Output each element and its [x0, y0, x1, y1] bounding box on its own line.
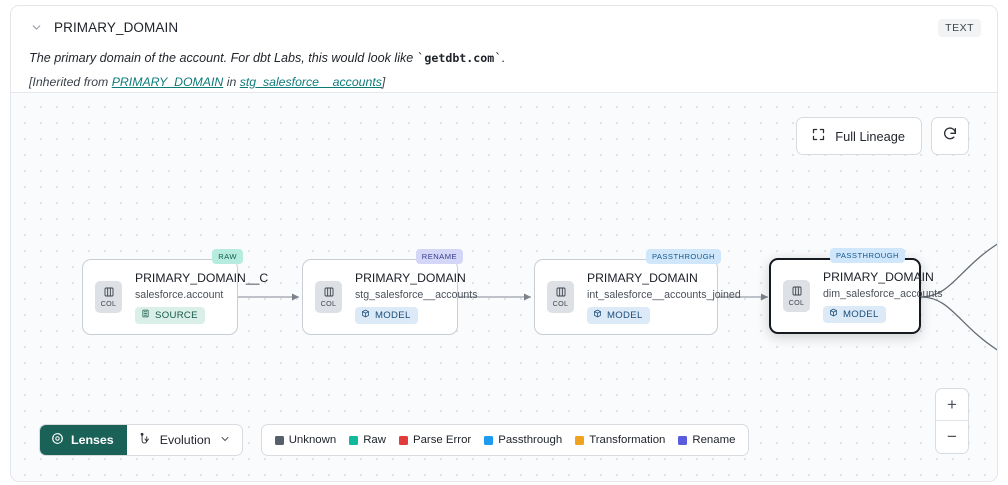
legend-item: Rename [678, 434, 735, 446]
full-lineage-label: Full Lineage [835, 128, 905, 144]
legend-item: Passthrough [484, 434, 562, 446]
legend-label: Raw [363, 434, 386, 446]
lenses-evolution-group: Lenses Evolution [39, 424, 243, 456]
node-badge: PASSTHROUGH [829, 248, 905, 263]
node-name: PRIMARY_DOMAIN__C [135, 270, 269, 285]
legend-label: Unknown [288, 434, 337, 446]
inherited-middle: in [223, 75, 240, 89]
evolution-label: Evolution [159, 433, 211, 447]
legend-label: Passthrough [498, 434, 563, 446]
column-icon-label: COL [100, 299, 117, 308]
zoom-in-button[interactable]: + [936, 389, 968, 421]
refresh-button[interactable] [931, 117, 969, 155]
description-code: getdbt.com [424, 51, 495, 65]
legend-label: Parse Error [412, 434, 472, 446]
node-body: PRIMARY_DOMAIN dim_salesforce_accounts M… [810, 270, 953, 323]
lineage-edges [238, 243, 997, 351]
lineage-node[interactable]: RAW COL PRIMARY_DOMAIN__C salesforce.acc… [82, 249, 268, 335]
node-type-pill: MODEL [587, 306, 650, 324]
lenses-label: Lenses [71, 433, 114, 447]
node-type-label: MODEL [843, 308, 879, 320]
canvas-bottom-toolbar: Lenses Evolution Unknown Raw Parse Error… [39, 424, 750, 456]
node-body: PRIMARY_DOMAIN stg_salesforce__accounts … [342, 271, 488, 324]
page-title: PRIMARY_DOMAIN [54, 19, 179, 35]
node-type-pill: SOURCE [135, 306, 205, 324]
node-type-pill: MODEL [823, 305, 886, 323]
node-name: PRIMARY_DOMAIN [355, 270, 466, 285]
node-body: PRIMARY_DOMAIN int_salesforce__accounts_… [574, 271, 751, 324]
inherited-suffix: ] [381, 75, 386, 89]
column-icon: COL [783, 280, 810, 312]
chevron-down-icon[interactable] [29, 20, 43, 34]
node-badge: RAW [212, 249, 243, 264]
column-icon: COL [95, 281, 122, 313]
inherited-prefix: [Inherited from [29, 75, 112, 89]
lineage-node[interactable]: PASSTHROUGH COL PRIMARY_DOMAIN int_sales… [534, 249, 741, 335]
refresh-icon [942, 126, 958, 147]
inherited-model-link[interactable]: stg_salesforce__accounts [239, 75, 382, 89]
legend-item: Unknown [274, 434, 337, 446]
legend-swatch [349, 435, 359, 445]
column-icon: COL [315, 281, 342, 313]
evolution-dropdown[interactable]: Evolution [127, 425, 242, 455]
node-subtitle: dim_salesforce_accounts [823, 287, 943, 300]
zoom-controls: + − [935, 388, 969, 454]
full-lineage-button[interactable]: Full Lineage [796, 117, 922, 155]
edge-4-upper [920, 243, 997, 298]
legend-label: Rename [692, 434, 736, 446]
legend-item: Raw [349, 434, 386, 446]
inherited-column-link[interactable]: PRIMARY_DOMAIN [111, 75, 224, 89]
legend-swatch [398, 435, 408, 445]
description-text: The primary domain of the account. For d… [29, 51, 417, 65]
zoom-out-button[interactable]: − [947, 427, 957, 446]
legend-swatch [678, 435, 688, 445]
cube-icon [829, 308, 838, 320]
lineage-legend: Unknown Raw Parse Error Passthrough Tran… [260, 424, 750, 456]
cube-icon [361, 309, 370, 321]
node-name: PRIMARY_DOMAIN [823, 269, 934, 284]
aperture-icon [51, 432, 64, 448]
column-description: The primary domain of the account. For d… [29, 50, 506, 65]
legend-swatch [575, 435, 585, 445]
column-icon: COL [547, 281, 574, 313]
expand-corners-icon [811, 127, 826, 145]
chevron-down-icon [219, 433, 231, 448]
node-type-label: MODEL [607, 309, 643, 321]
node-type-pill: MODEL [355, 306, 418, 324]
node-type-label: MODEL [375, 309, 411, 321]
column-icon-label: COL [788, 298, 805, 307]
cube-icon [593, 309, 602, 321]
database-icon [141, 309, 150, 321]
type-badge: TEXT [938, 19, 981, 37]
node-badge: PASSTHROUGH [645, 249, 721, 264]
inherited-from-note: [Inherited from PRIMARY_DOMAIN in stg_sa… [29, 75, 981, 89]
column-icon-label: COL [552, 299, 569, 308]
lineage-node-selected[interactable]: PASSTHROUGH COL PRIMARY_DOMAIN dim_sales… [769, 248, 943, 334]
node-badge: RENAME [415, 249, 463, 264]
legend-item: Parse Error [398, 434, 472, 446]
evolution-icon [138, 432, 152, 449]
lineage-node[interactable]: RENAME COL PRIMARY_DOMAIN stg_salesforce… [302, 249, 478, 335]
column-lineage-panel: PRIMARY_DOMAIN TEXT The primary domain o… [10, 5, 998, 482]
lenses-button[interactable]: Lenses [40, 425, 127, 455]
description-text-end: . [501, 51, 506, 65]
column-icon-label: COL [320, 299, 337, 308]
legend-item: Transformation [575, 434, 665, 446]
title-row: PRIMARY_DOMAIN [29, 16, 981, 38]
legend-swatch [484, 435, 494, 445]
node-body: PRIMARY_DOMAIN__C salesforce.account SOU… [122, 271, 278, 324]
canvas-top-controls: Full Lineage [796, 117, 969, 155]
node-subtitle: salesforce.account [135, 288, 224, 301]
legend-label: Transformation [589, 434, 666, 446]
panel-header: PRIMARY_DOMAIN TEXT The primary domain o… [11, 6, 997, 93]
lineage-canvas[interactable]: Full Lineage RAW COL PRIMARY_DOMAIN__C s… [11, 93, 997, 481]
legend-swatch [274, 435, 284, 445]
edge-4-lower [920, 296, 997, 351]
node-subtitle: stg_salesforce__accounts [355, 288, 478, 301]
node-name: PRIMARY_DOMAIN [587, 270, 698, 285]
node-type-label: SOURCE [155, 309, 198, 321]
node-subtitle: int_salesforce__accounts_joined [587, 288, 741, 301]
